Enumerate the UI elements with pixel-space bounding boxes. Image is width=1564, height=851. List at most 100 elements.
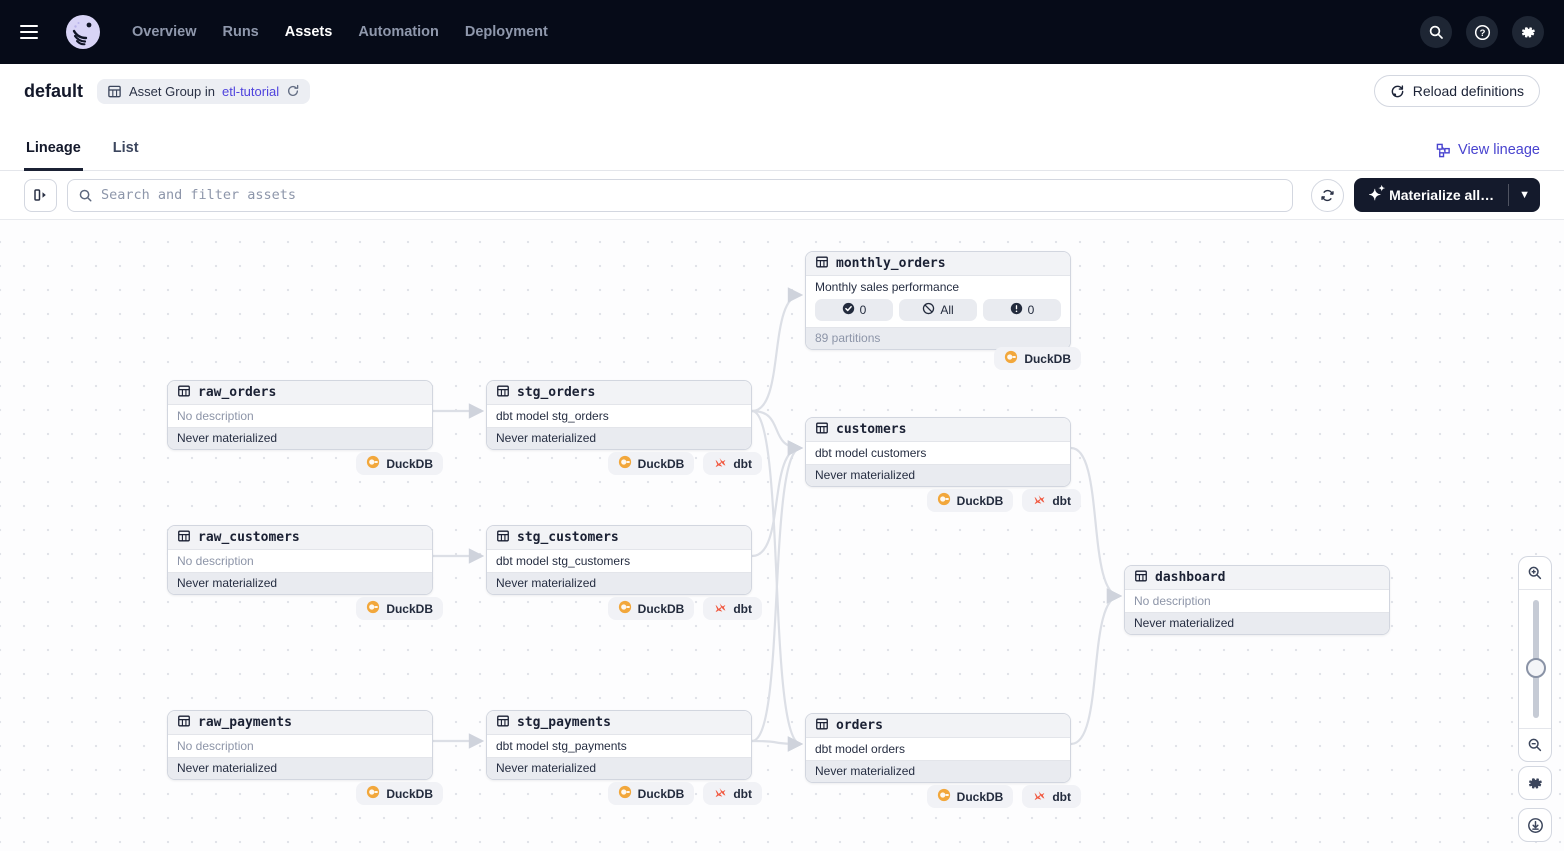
tag-dbt[interactable]: dbt — [703, 782, 762, 805]
duckdb-icon — [937, 492, 951, 509]
table-icon — [1134, 569, 1148, 586]
partition-pill-slash[interactable]: All — [899, 299, 977, 321]
asset-name: dashboard — [1155, 570, 1226, 585]
asset-description: No description — [168, 405, 432, 427]
asset-name: stg_orders — [517, 385, 596, 400]
zoom-in-icon[interactable] — [1519, 557, 1551, 589]
refresh-graph-icon[interactable] — [1311, 178, 1345, 212]
tag-duckdb[interactable]: DuckDB — [607, 452, 695, 475]
nav-item-assets[interactable]: Assets — [284, 24, 333, 40]
tag-label: DuckDB — [637, 456, 685, 471]
nav-item-overview[interactable]: Overview — [132, 24, 197, 40]
table-icon — [177, 714, 191, 731]
menu-icon[interactable] — [20, 18, 48, 46]
expand-sidebar-icon[interactable] — [24, 178, 57, 212]
asset-node-header[interactable]: stg_customers — [487, 526, 751, 550]
duckdb-icon — [1004, 350, 1018, 367]
tabs-row: Lineage List View lineage — [0, 118, 1564, 171]
graph-settings-gear-icon[interactable] — [1518, 766, 1552, 800]
materialization-status: Never materialized — [487, 757, 751, 779]
materialization-status: Never materialized — [1125, 612, 1389, 634]
search-icon[interactable] — [1420, 16, 1452, 48]
table-icon — [815, 255, 829, 272]
dbt-icon — [713, 785, 727, 802]
recenter-download-icon[interactable] — [1518, 808, 1552, 842]
tag-dbt[interactable]: dbt — [703, 452, 762, 475]
tag-label: DuckDB — [1024, 351, 1071, 366]
tag-dbt[interactable]: dbt — [1022, 489, 1081, 512]
nav-item-runs[interactable]: Runs — [222, 24, 259, 40]
tag-dbt[interactable]: dbt — [703, 597, 762, 620]
table-icon — [177, 384, 191, 401]
search-input[interactable] — [101, 187, 1283, 203]
partition-pill-check[interactable]: 0 — [815, 299, 893, 321]
tag-label: dbt — [733, 786, 752, 801]
materialization-status: Never materialized — [168, 757, 432, 779]
tag-duckdb[interactable]: DuckDB — [356, 597, 443, 620]
materialization-status: Never materialized — [806, 464, 1070, 486]
asset-node-header[interactable]: stg_payments — [487, 711, 751, 735]
asset-node-header[interactable]: dashboard — [1125, 566, 1389, 590]
tag-duckdb[interactable]: DuckDB — [926, 489, 1014, 512]
tag-duckdb[interactable]: DuckDB — [607, 597, 695, 620]
partition-pill-alert[interactable]: 0 — [983, 299, 1061, 321]
nav-item-automation[interactable]: Automation — [358, 24, 439, 40]
tag-label: DuckDB — [637, 786, 685, 801]
dagster-logo-icon[interactable] — [66, 15, 100, 49]
tag-duckdb[interactable]: DuckDB — [607, 782, 695, 805]
asset-tags-raw_customers: DuckDB — [167, 597, 443, 620]
asset-node-header[interactable]: raw_customers — [168, 526, 432, 550]
view-lineage-link[interactable]: View lineage — [1436, 142, 1540, 170]
zoom-out-icon[interactable] — [1519, 729, 1551, 761]
zoom-slider-handle[interactable] — [1526, 658, 1546, 678]
table-icon — [496, 714, 510, 731]
materialization-status: Never materialized — [168, 427, 432, 449]
help-icon[interactable]: ? — [1466, 16, 1498, 48]
table-icon — [108, 85, 121, 97]
asset-node-header[interactable]: customers — [806, 418, 1070, 442]
dbt-icon — [713, 455, 727, 472]
materialize-dropdown-caret-icon[interactable]: ▼ — [1519, 189, 1530, 201]
asset-node-header[interactable]: raw_orders — [168, 381, 432, 405]
asset-tags-raw_orders: DuckDB — [167, 452, 443, 475]
asset-name: customers — [836, 422, 907, 437]
nav-items: Overview Runs Assets Automation Deployme… — [132, 24, 548, 40]
tab-list[interactable]: List — [112, 140, 139, 156]
reload-definitions-button[interactable]: Reload definitions — [1373, 75, 1540, 107]
asset-name: stg_payments — [517, 715, 611, 730]
asset-node-header[interactable]: raw_payments — [168, 711, 432, 735]
tag-duckdb[interactable]: DuckDB — [356, 782, 443, 805]
tag-duckdb[interactable]: DuckDB — [926, 785, 1014, 808]
refresh-icon[interactable] — [286, 84, 300, 98]
duckdb-icon — [366, 455, 380, 472]
tag-duckdb[interactable]: DuckDB — [994, 347, 1081, 370]
settings-gear-icon[interactable] — [1512, 16, 1544, 48]
tag-label: DuckDB — [637, 601, 685, 616]
lineage-edges — [433, 287, 1123, 752]
asset-description: dbt model orders — [806, 738, 1070, 760]
asset-node-header[interactable]: monthly_orders — [806, 252, 1070, 276]
asset-description: dbt model stg_customers — [487, 550, 751, 572]
nav-item-deployment[interactable]: Deployment — [464, 24, 548, 40]
code-location-link[interactable]: etl-tutorial — [222, 83, 280, 99]
tab-lineage[interactable]: Lineage — [24, 140, 83, 171]
page-title: default — [24, 80, 84, 101]
materialize-all-button[interactable]: ✦✦ Materialize all… — [1354, 178, 1508, 212]
tag-dbt[interactable]: dbt — [1022, 785, 1081, 808]
asset-node-header[interactable]: stg_orders — [487, 381, 751, 405]
check-icon — [842, 302, 855, 318]
duckdb-icon — [618, 785, 632, 802]
tag-duckdb[interactable]: DuckDB — [356, 452, 443, 475]
asset-node-header[interactable]: orders — [806, 714, 1070, 738]
